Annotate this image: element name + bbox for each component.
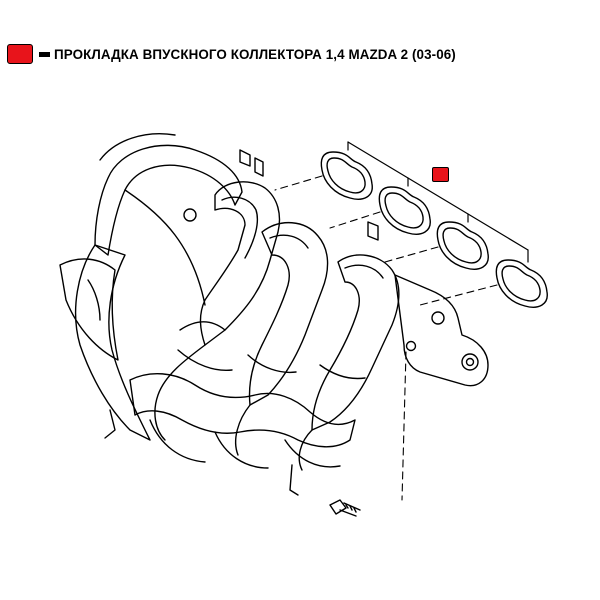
bolt-icon — [329, 499, 361, 517]
manifold-runner-1 — [59, 133, 243, 441]
manifold-runner-3 — [234, 221, 329, 456]
vacuum-fittings — [183, 149, 379, 241]
red-marker-icon — [432, 167, 449, 182]
gasket-1 — [320, 151, 373, 200]
manifold-runner-4 — [298, 254, 400, 471]
alignment-lines — [274, 175, 498, 501]
legend: ПРОКЛАДКА ВПУСКНОГО КОЛЛЕКТОРА 1,4 MAZDA… — [7, 41, 456, 67]
gasket-2 — [378, 186, 431, 235]
throttle-flange — [394, 274, 489, 387]
red-square-icon — [7, 44, 33, 64]
gasket-bracket — [347, 141, 529, 263]
manifold-plenum — [104, 349, 366, 496]
gasket-4 — [495, 259, 548, 308]
manifold-runner-2 — [154, 181, 281, 441]
legend-title: ПРОКЛАДКА ВПУСКНОГО КОЛЛЕКТОРА 1,4 MAZDA… — [54, 46, 456, 62]
black-dash-icon — [39, 51, 50, 57]
gasket-3 — [436, 221, 489, 270]
